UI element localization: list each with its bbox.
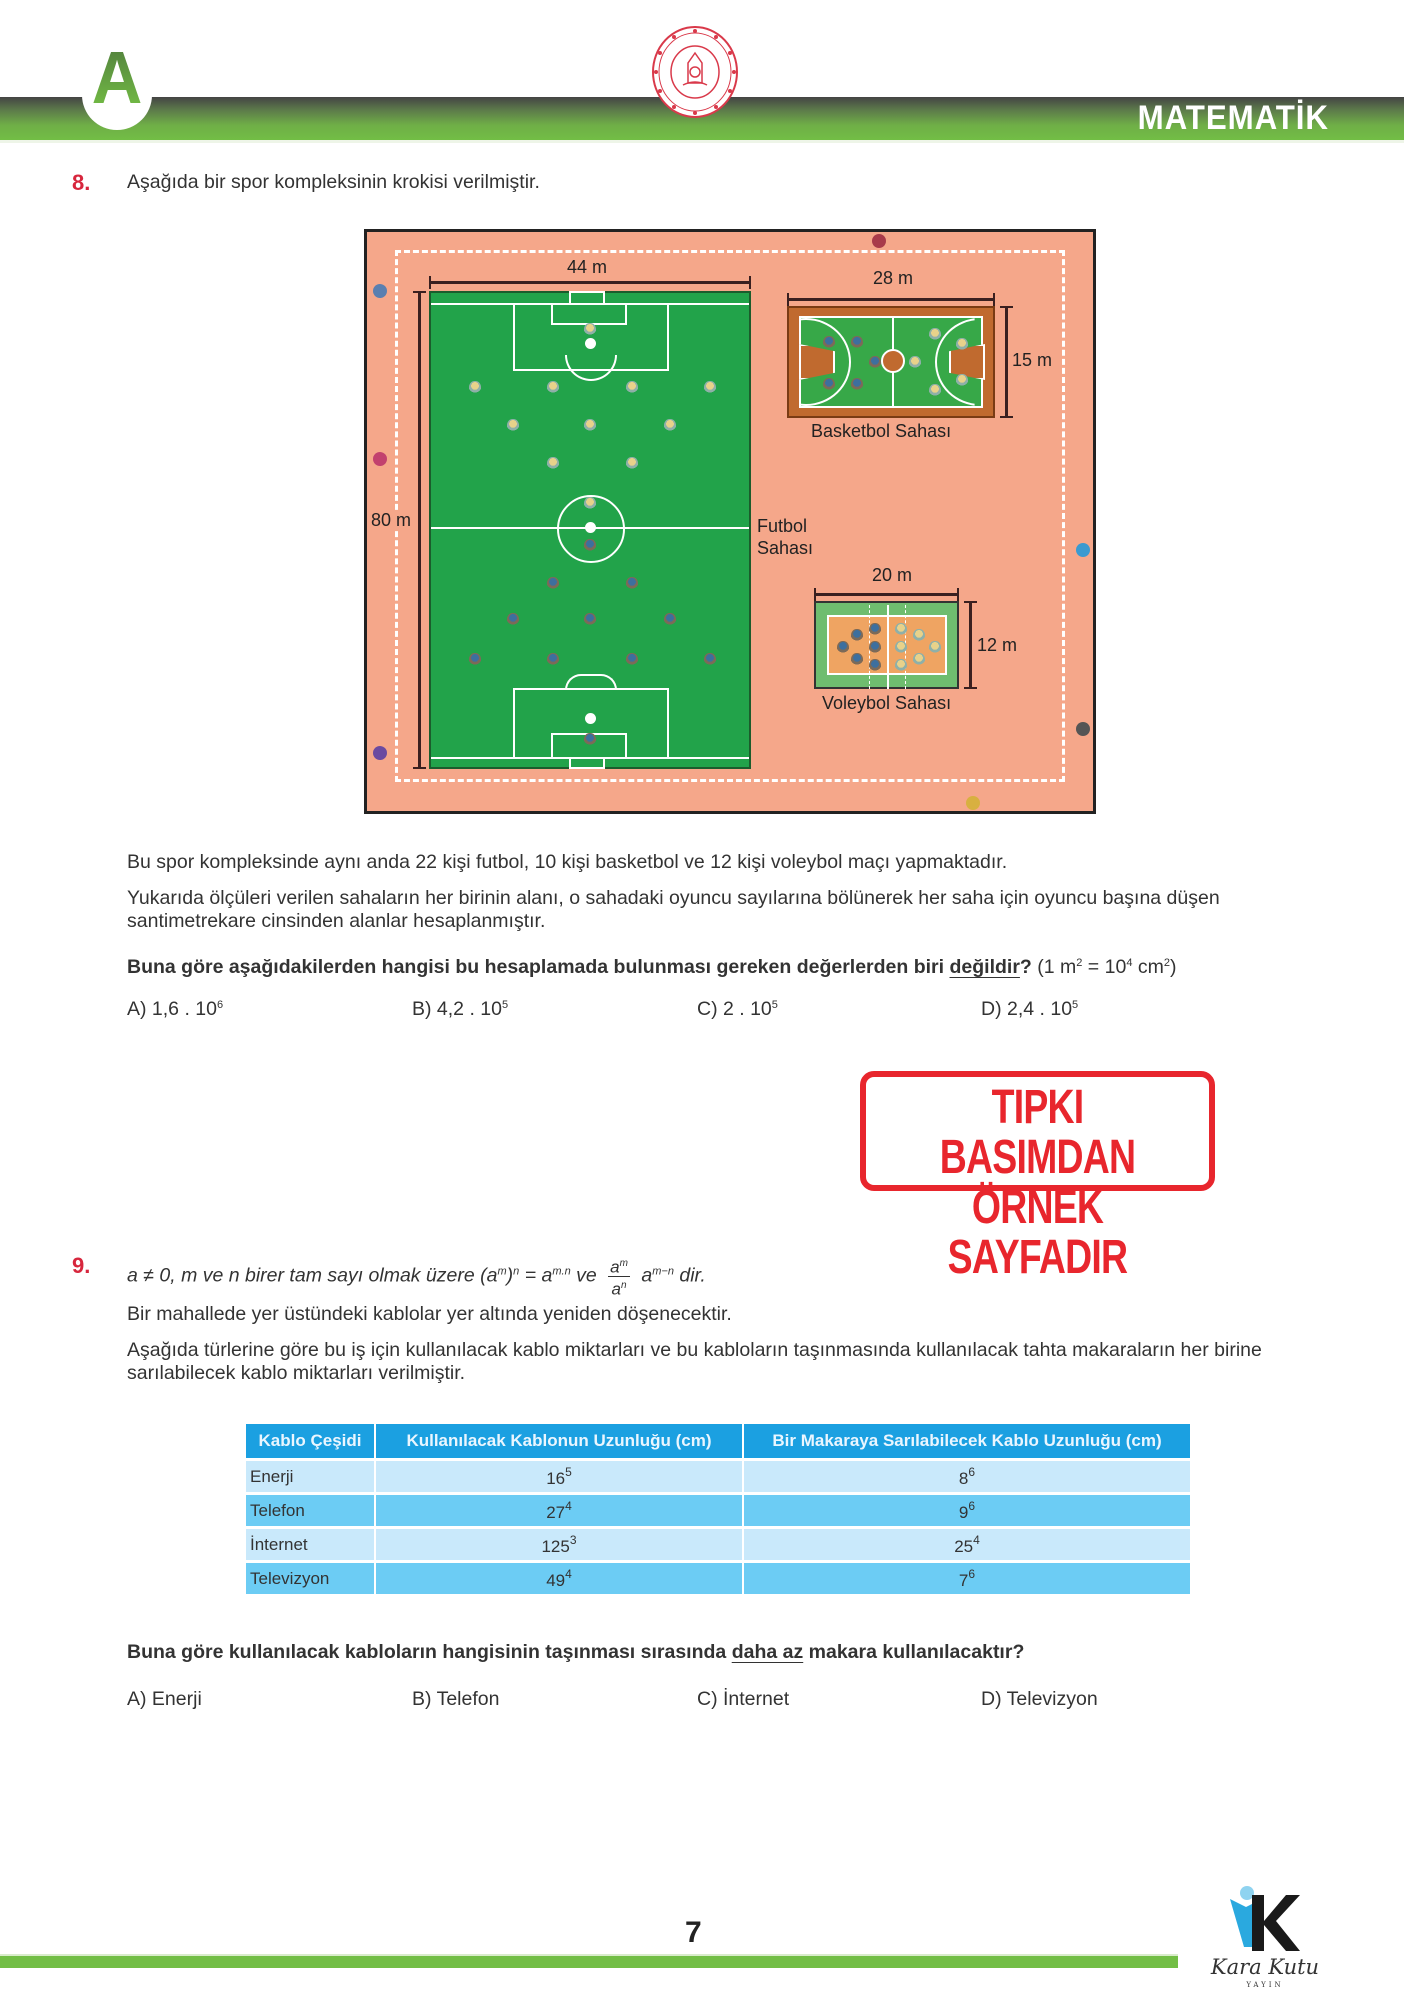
football-name-line1: Futbol	[757, 516, 808, 536]
question-9-prompt: Buna göre kullanılacak kabloların hangis…	[127, 1641, 1025, 1663]
cable-type: Telefon	[246, 1495, 374, 1526]
prompt-note-exp: 2	[1076, 957, 1083, 969]
cable-length: 274	[376, 1495, 742, 1526]
question-8-prompt: Buna göre aşağıdakilerden hangisi bu hes…	[127, 952, 1176, 979]
basketball-height-dimension	[1000, 306, 1013, 418]
cable-type: Televizyon	[246, 1563, 374, 1594]
football-field	[429, 291, 751, 769]
footer-band-highlight	[0, 1954, 1178, 1956]
volleyball-height-label: 12 m	[977, 635, 1018, 655]
question-9-paragraph-2: Aşağıda türlerine göre bu iş için kullan…	[127, 1339, 1262, 1384]
basketball-name-label: Basketbol Sahası	[811, 421, 952, 441]
footer-band	[0, 1956, 1178, 1968]
q8-answer-b[interactable]: B) 4,2 . 105	[412, 998, 509, 1020]
basketball-width-dimension	[787, 293, 995, 306]
stamp-line-1: TIPKI BASIMDAN	[939, 1081, 1136, 1184]
prompt-note: )	[1169, 956, 1177, 978]
prompt-note: (1 m	[1031, 956, 1077, 978]
subject-title: MATEMATİK	[1137, 99, 1329, 137]
stamp-line-2: ÖRNEK SAYFADIR	[947, 1181, 1128, 1284]
booklet-type-badge: A	[82, 38, 152, 130]
table-row: Televizyon 494 76	[246, 1563, 1190, 1594]
walker-icon	[373, 284, 387, 298]
volleyball-name-label: Voleybol Sahası	[822, 693, 952, 713]
publisher-logo: Kara Kutu YAYIN	[1200, 1885, 1330, 1995]
prompt-bold: Buna göre aşağıdakilerden hangisi bu hes…	[127, 956, 950, 978]
publisher-k-icon	[1230, 1886, 1300, 1951]
question-9-number: 9.	[72, 1253, 91, 1278]
prompt-emphasis: daha az	[731, 1641, 804, 1663]
publisher-subtitle: YAYIN	[1246, 1981, 1284, 1989]
header-band-edge	[0, 140, 1404, 143]
reel-capacity: 76	[744, 1563, 1190, 1594]
walker-icon	[1076, 543, 1090, 557]
question-9-rule: a ≠ 0, m ve n birer tam sayı olmak üzere…	[127, 1255, 706, 1297]
walker-icon	[966, 796, 980, 810]
table-header: Bir Makaraya Sarılabilecek Kablo Uzunluğ…	[744, 1424, 1190, 1458]
basketball-width-label: 28 m	[873, 268, 914, 288]
basketball-court	[787, 306, 995, 418]
ministry-seal-icon	[650, 25, 740, 119]
table-header: Kullanılacak Kablonun Uzunluğu (cm)	[376, 1424, 742, 1458]
table-row: Enerji 165 86	[246, 1461, 1190, 1492]
reel-capacity: 96	[744, 1495, 1190, 1526]
prompt-note: = 10	[1082, 956, 1127, 978]
reel-capacity: 86	[744, 1461, 1190, 1492]
prompt-note-exp: 4	[1126, 957, 1133, 969]
table-header: Kablo Çeşidi	[246, 1424, 374, 1458]
volleyball-width-label: 20 m	[872, 565, 913, 585]
prompt-emphasis: değildir	[949, 956, 1020, 978]
reel-capacity: 254	[744, 1529, 1190, 1560]
prompt-note: cm	[1132, 956, 1164, 978]
cable-length: 165	[376, 1461, 742, 1492]
q8-answer-d[interactable]: D) 2,4 . 105	[981, 998, 1079, 1020]
football-width-dimension	[429, 276, 751, 289]
prompt-note-exp: 2	[1163, 957, 1170, 969]
football-height-dimension	[413, 291, 426, 769]
cable-length: 1253	[376, 1529, 742, 1560]
sports-complex-diagram: 44 m 80 m Futbol Sahası 28 m 15 m Basket…	[364, 229, 1096, 814]
question-8-paragraph-1: Bu spor kompleksinde aynı anda 22 kişi f…	[127, 851, 1008, 873]
walker-icon	[373, 452, 387, 466]
football-width-label: 44 m	[567, 257, 608, 277]
question-8-paragraph-2: Yukarıda ölçüleri verilen sahaların her …	[127, 887, 1220, 932]
question-8-number: 8.	[72, 170, 91, 195]
table-row: İnternet 1253 254	[246, 1529, 1190, 1560]
q8-answer-a[interactable]: A) 1,6 . 106	[127, 998, 224, 1020]
question-9-paragraph-1: Bir mahallede yer üstündeki kablolar yer…	[127, 1303, 732, 1325]
walker-icon	[373, 746, 387, 760]
q9-answer-d[interactable]: D) Televizyon	[981, 1688, 1098, 1710]
prompt-question-mark: ?	[1019, 956, 1032, 978]
volleyball-court	[814, 601, 959, 689]
cable-type: Enerji	[246, 1461, 374, 1492]
cable-table: Kablo Çeşidi Kullanılacak Kablonun Uzunl…	[244, 1421, 1192, 1597]
booklet-badge-circle	[82, 60, 152, 130]
volleyball-width-dimension	[814, 588, 959, 601]
cable-type: İnternet	[246, 1529, 374, 1560]
q9-answer-c[interactable]: C) İnternet	[697, 1688, 790, 1710]
q9-answer-b[interactable]: B) Telefon	[412, 1688, 500, 1710]
walker-icon	[872, 234, 886, 248]
walker-icon	[1076, 722, 1090, 736]
sample-page-stamp: TIPKI BASIMDAN ÖRNEK SAYFADIR	[860, 1071, 1215, 1283]
page-number: 7	[685, 1916, 702, 1949]
cable-length: 494	[376, 1563, 742, 1594]
booklet-letter: A	[89, 38, 144, 118]
basketball-height-label: 15 m	[1012, 350, 1053, 370]
q9-answer-a[interactable]: A) Enerji	[127, 1688, 202, 1710]
q8-answer-c[interactable]: C) 2 . 105	[697, 998, 778, 1020]
football-height-label: 80 m	[371, 510, 412, 531]
question-8-intro: Aşağıda bir spor kompleksinin krokisi ve…	[127, 171, 540, 193]
publisher-name: Kara Kutu	[1210, 1955, 1320, 1979]
table-row: Telefon 274 96	[246, 1495, 1190, 1526]
football-name-line2: Sahası	[757, 538, 814, 558]
volleyball-height-dimension	[964, 601, 977, 689]
